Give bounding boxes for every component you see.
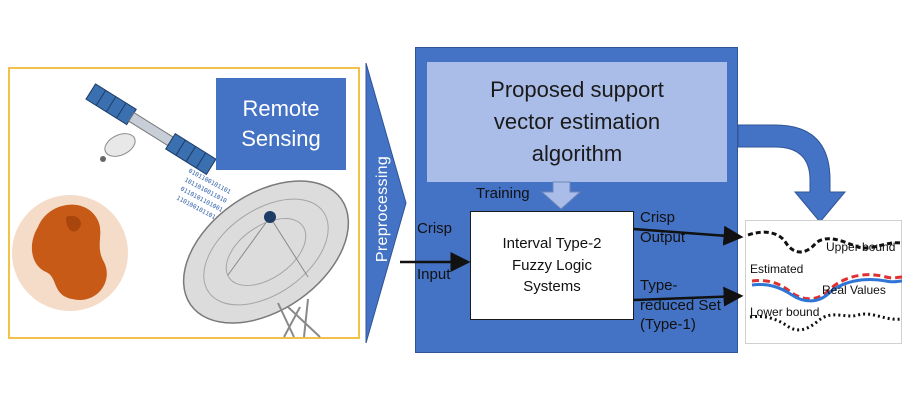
fuzzy-logic-system-label: Interval Type-2 Fuzzy Logic Systems: [502, 234, 602, 296]
training-arrow: [540, 181, 582, 210]
real-values-label: Real Values: [822, 283, 886, 297]
interval-output-curves: [747, 230, 903, 332]
remote-sensing-label: Remote Sensing: [241, 96, 321, 151]
estimated-curve: [751, 273, 903, 301]
output-flow-arrow: [737, 124, 847, 223]
fuzzy-logic-system-box: Interval Type-2 Fuzzy Logic Systems: [470, 211, 634, 320]
dish-antenna-icon: [182, 180, 350, 338]
preprocessing-arrow: [365, 62, 407, 344]
terrain-map-image: [12, 195, 128, 311]
remote-sensing-label-box: Remote Sensing: [216, 78, 346, 170]
upper-bound-label: Upper bound: [826, 240, 896, 254]
crisp-input-label: Crisp: [417, 220, 453, 237]
proposed-algorithm-box: Proposed support vector estimation algor…: [427, 62, 727, 182]
crisp-output-label: Crisp Output: [640, 209, 686, 246]
lower-bound-label: Lower bound: [750, 305, 820, 319]
remote-sensing-illustration: 0101100101101 1011010011010 011010110100…: [12, 83, 350, 338]
interval-output-plot: Upper bound Estimated Real Values Lower …: [745, 220, 903, 344]
type-reduced-set-label: Type- reduced Set (Type-1): [640, 277, 721, 333]
input-label: Input: [417, 266, 451, 283]
proposed-algorithm-label: Proposed support vector estimation algor…: [490, 77, 664, 166]
training-label: Training: [476, 185, 530, 202]
satellite-icon: [85, 83, 217, 176]
real-values-curve: [751, 278, 903, 303]
estimated-label: Estimated: [750, 262, 804, 276]
crisp-output-arrow: [633, 225, 744, 246]
type-reduced-arrow: [633, 286, 744, 307]
